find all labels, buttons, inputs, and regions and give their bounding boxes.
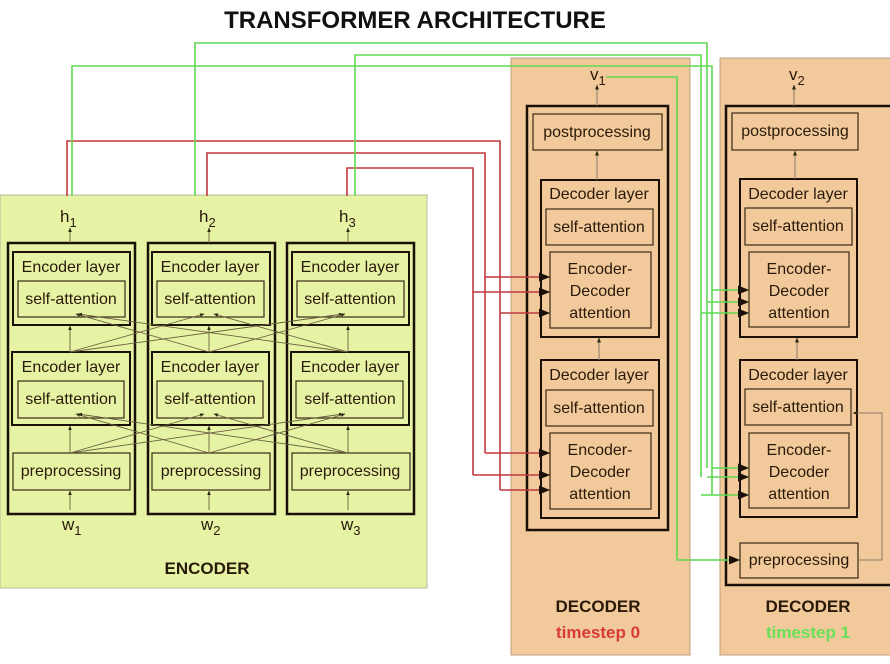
enc-dec-attention-label: Encoder- (767, 261, 832, 278)
decoder-layer-label: Decoder layer (549, 367, 649, 384)
enc-dec-attention-label: Decoder (570, 464, 631, 481)
encoder-cross-attention-lines (69, 312, 349, 454)
encoder-label: ENCODER (164, 559, 249, 578)
encoder-column-1: Encoder layer self-attention Encoder lay… (6, 241, 137, 516)
decoder-layer-label: Decoder layer (549, 186, 649, 203)
decoder-layer-label: Decoder layer (748, 186, 848, 203)
w3-label: w3 (340, 515, 361, 538)
self-attention-label: self-attention (752, 218, 844, 235)
decoder-label: DECODER (555, 597, 640, 616)
self-attention-label: self-attention (164, 291, 256, 308)
v2-label: v2 (789, 65, 805, 88)
encoder-to-decoder1-connections (71, 42, 750, 565)
encoder-layer-label: Encoder layer (301, 259, 400, 276)
self-attention-label: self-attention (25, 291, 117, 308)
encoder-column-3: Encoder layer self-attention Encoder lay… (285, 241, 416, 516)
preprocessing-label: preprocessing (161, 463, 262, 480)
postprocessing-label: postprocessing (741, 123, 849, 140)
encoder-layer-label: Encoder layer (22, 259, 121, 276)
w1-label: w1 (61, 515, 82, 538)
encoder-to-decoder0-connections (66, 140, 551, 495)
self-attention-label: self-attention (304, 391, 396, 408)
postprocessing-label: postprocessing (543, 124, 651, 141)
encoder-layer-label: Encoder layer (161, 359, 260, 376)
preprocessing-label: preprocessing (21, 463, 122, 480)
encoder-column-2: Encoder layer self-attention Encoder lay… (146, 241, 277, 516)
enc-dec-attention-label: Encoder- (568, 442, 633, 459)
h2-label: h2 (199, 207, 216, 230)
timestep-label: timestep 1 (766, 623, 850, 642)
h3-label: h3 (339, 207, 356, 230)
encoder-layer-label: Encoder layer (301, 359, 400, 376)
timestep-label: timestep 0 (556, 623, 640, 642)
encoder-panel (0, 194, 428, 589)
v1-label: v1 (590, 65, 606, 88)
enc-dec-attention-label: attention (768, 486, 829, 503)
enc-dec-attention-label: attention (768, 305, 829, 322)
self-attention-label: self-attention (164, 391, 256, 408)
self-attention-label: self-attention (752, 399, 844, 416)
encoder-layer-label: Encoder layer (22, 359, 121, 376)
enc-dec-attention-label: Encoder- (767, 442, 832, 459)
w2-label: w2 (200, 515, 221, 538)
encoder-layer-box (12, 251, 131, 326)
enc-dec-attention-label: attention (569, 486, 630, 503)
decoder-panel-1 (719, 57, 890, 656)
self-attention-label: self-attention (553, 400, 645, 417)
decoder-timestep-1: postprocessing Decoder layer self-attent… (724, 65, 890, 642)
self-attention-label: self-attention (553, 219, 645, 236)
encoder-vertical-arrows (68, 227, 350, 510)
enc-dec-attention-label: Decoder (769, 464, 830, 481)
decoder-layer-label: Decoder layer (748, 367, 848, 384)
h1-label: h1 (60, 207, 77, 230)
decoder-panel-0 (510, 57, 691, 656)
enc-dec-attention-label: Encoder- (568, 261, 633, 278)
self-attention-label: self-attention (304, 291, 396, 308)
enc-dec-attention-label: Decoder (769, 283, 830, 300)
decoder-label: DECODER (765, 597, 850, 616)
enc-dec-attention-label: attention (569, 305, 630, 322)
diagram-title: TRANSFORMER ARCHITECTURE (224, 7, 606, 34)
encoder-outputs: h1 h2 h3 w1 w2 w3 (60, 207, 361, 538)
enc-dec-attention-label: Decoder (570, 283, 631, 300)
preprocessing-label: preprocessing (749, 552, 850, 569)
decoder-timestep-0: postprocessing Decoder layer self-attent… (525, 65, 670, 642)
encoder-layer-label: Encoder layer (161, 259, 260, 276)
preprocessing-label: preprocessing (300, 463, 401, 480)
self-attention-label: self-attention (25, 391, 117, 408)
